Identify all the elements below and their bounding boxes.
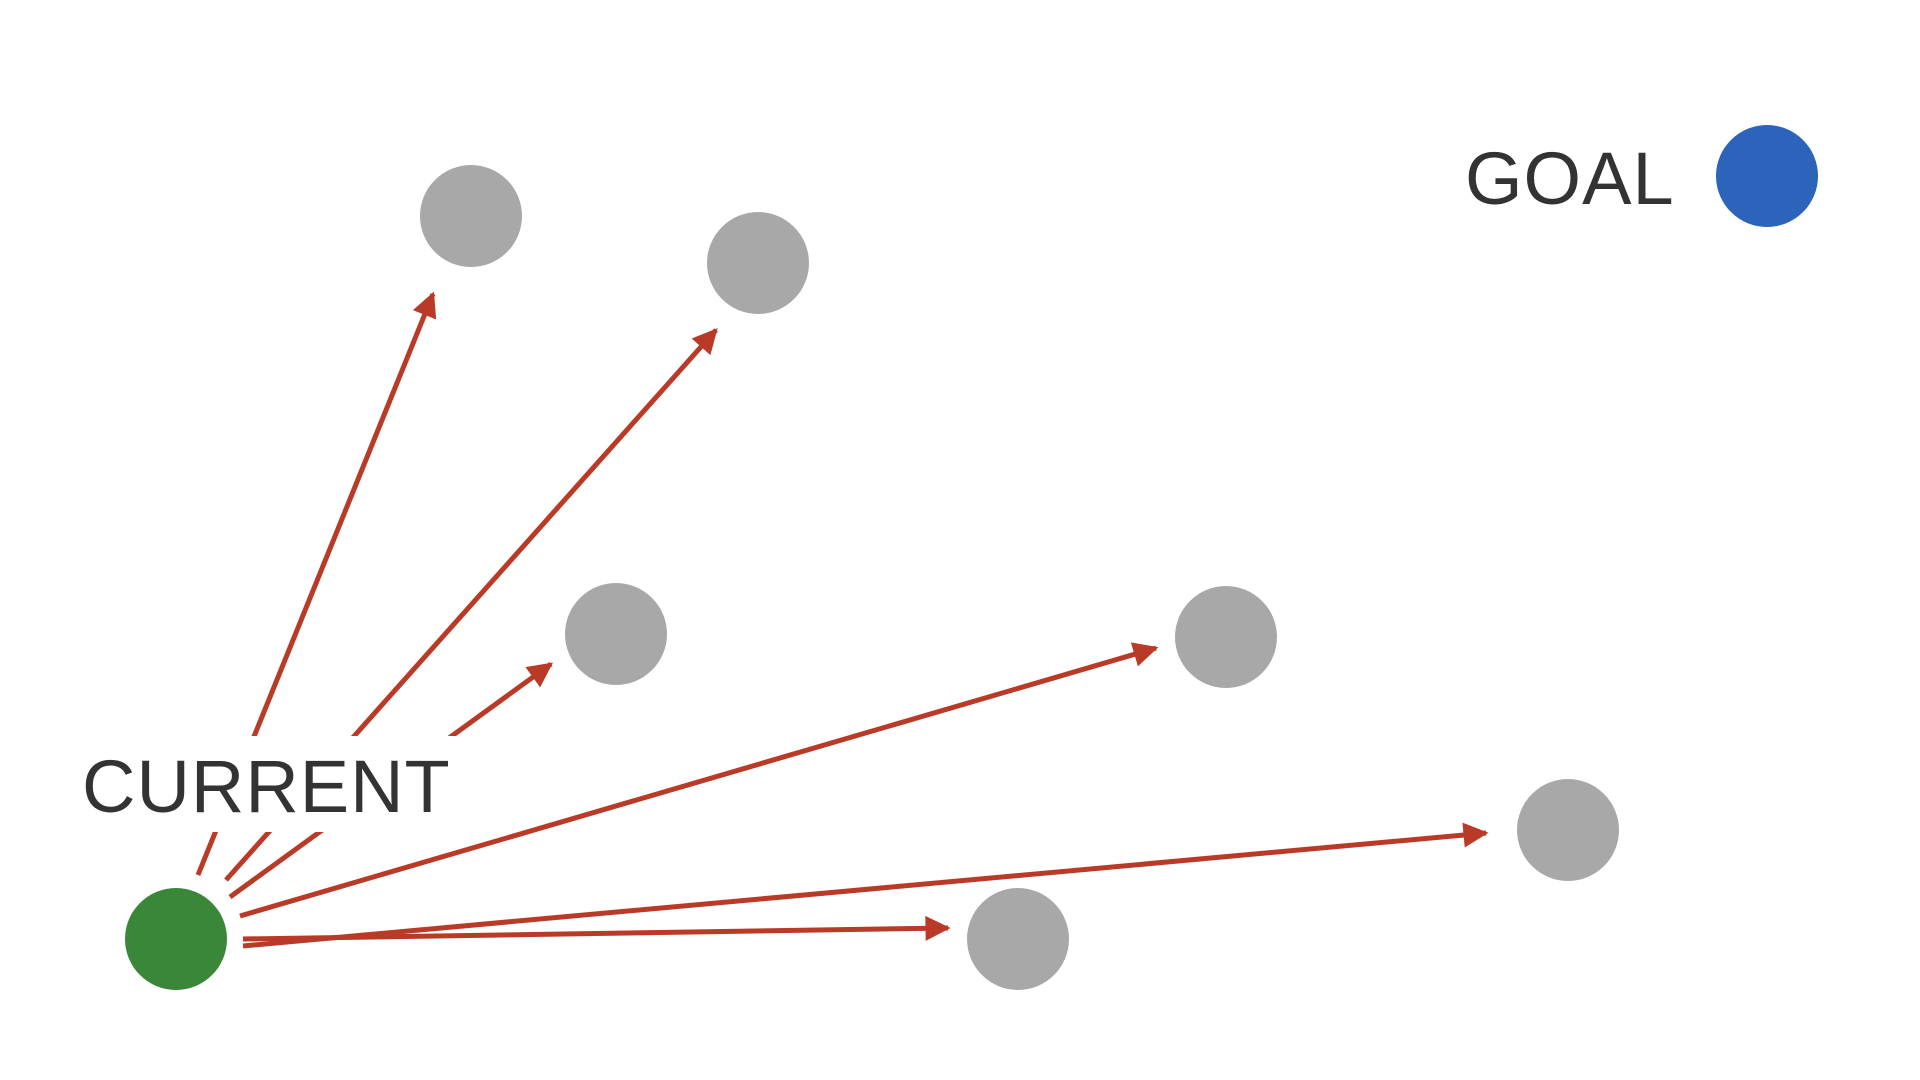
arrow-line [242,822,1489,949]
edge-to-candidate-6 [242,915,951,942]
candidate-node [1175,586,1277,688]
nodes-layer [125,125,1818,990]
candidate-node [565,583,667,685]
candidate-node [1517,779,1619,881]
arrow-line [239,642,1159,919]
current-node [125,888,227,990]
goal-label: GOAL [1465,137,1675,220]
current-label: CURRENT [82,745,451,828]
candidate-node [967,888,1069,990]
candidate-node [707,212,809,314]
candidate-node [420,165,522,267]
edge-to-candidate-5 [242,822,1489,949]
arrow-line [242,915,951,942]
edge-to-candidate-4 [239,642,1159,919]
goal-node [1716,125,1818,227]
edges-layer [195,291,1489,949]
current-label-backdrop [70,736,480,832]
